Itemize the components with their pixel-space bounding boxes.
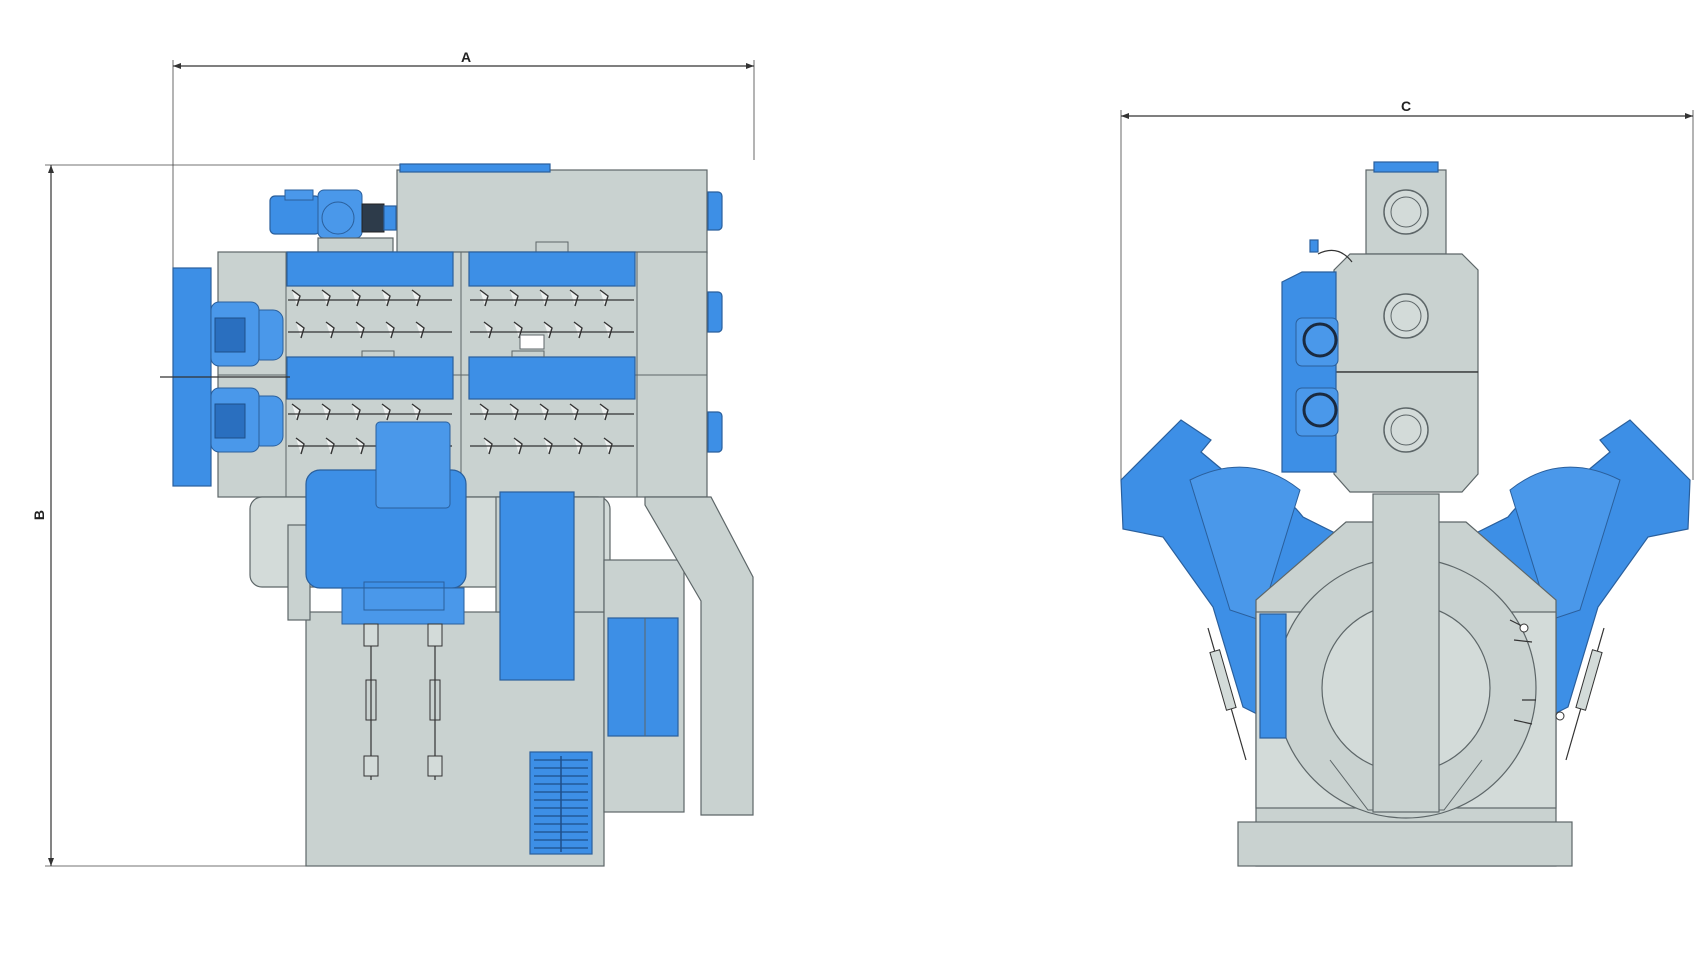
dimension-b: B [31, 164, 400, 867]
top-gear-motor [269, 189, 397, 253]
paddle-row-1 [288, 289, 634, 307]
front-drive-motors [1281, 239, 1353, 473]
paddle-row-2 [288, 321, 634, 339]
dimension-c: C [1120, 98, 1694, 480]
dimension-c-label: C [1401, 98, 1411, 114]
hydraulic-cylinders [363, 623, 443, 780]
dimension-b-label: B [31, 510, 47, 520]
main-motor [305, 421, 467, 625]
conditioner-motors [160, 267, 290, 487]
paddle-row-3 [288, 403, 634, 421]
vent-grille [529, 751, 593, 855]
front-view [1120, 161, 1691, 867]
side-view [160, 163, 754, 867]
dimension-a-label: A [461, 49, 471, 65]
